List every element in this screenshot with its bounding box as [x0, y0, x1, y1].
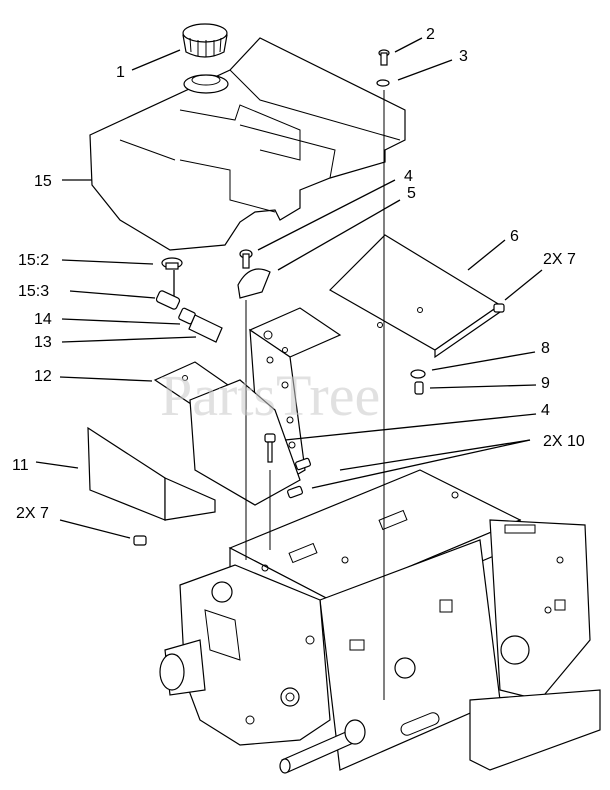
callout-2x7-right: 2X 7: [543, 251, 576, 268]
side-shield: [87, 426, 216, 521]
clamp-and-bolt: [237, 249, 271, 299]
callout-3: 3: [459, 48, 468, 65]
callout-2: 2: [426, 26, 435, 43]
callout-14: 14: [34, 311, 52, 328]
leader-lines: [35, 37, 543, 539]
callout-4-upper: 4: [404, 168, 413, 185]
callout-12: 12: [34, 368, 52, 385]
callout-labels: 1 2 3 4 5 6 2X 7 8 9 4 2X 10 11 2X 7 12 …: [12, 26, 585, 522]
hardware: [133, 49, 505, 546]
callout-11: 11: [12, 457, 29, 474]
callout-8: 8: [541, 340, 550, 357]
callout-15-3: 15:3: [18, 283, 49, 300]
callout-9: 9: [541, 375, 550, 392]
fuel-cap: [182, 23, 228, 58]
fuel-tank: [89, 37, 406, 251]
chassis-frame: [159, 469, 601, 774]
callout-5: 5: [407, 185, 416, 202]
callout-2x10: 2X 10: [543, 433, 585, 450]
callout-15: 15: [34, 173, 52, 190]
callout-13: 13: [34, 334, 52, 351]
fuel-fittings: [155, 257, 223, 343]
base-plate: [189, 379, 301, 506]
callout-6: 6: [510, 228, 519, 245]
heat-shield-panel: [329, 234, 502, 359]
callout-1: 1: [116, 64, 125, 81]
callout-4-lower: 4: [541, 402, 550, 419]
watermark-text: PartsTree: [160, 363, 380, 428]
callout-2x7-left: 2X 7: [16, 505, 49, 522]
callout-15-2: 15:2: [18, 252, 49, 269]
alignment-lines: [245, 90, 385, 700]
